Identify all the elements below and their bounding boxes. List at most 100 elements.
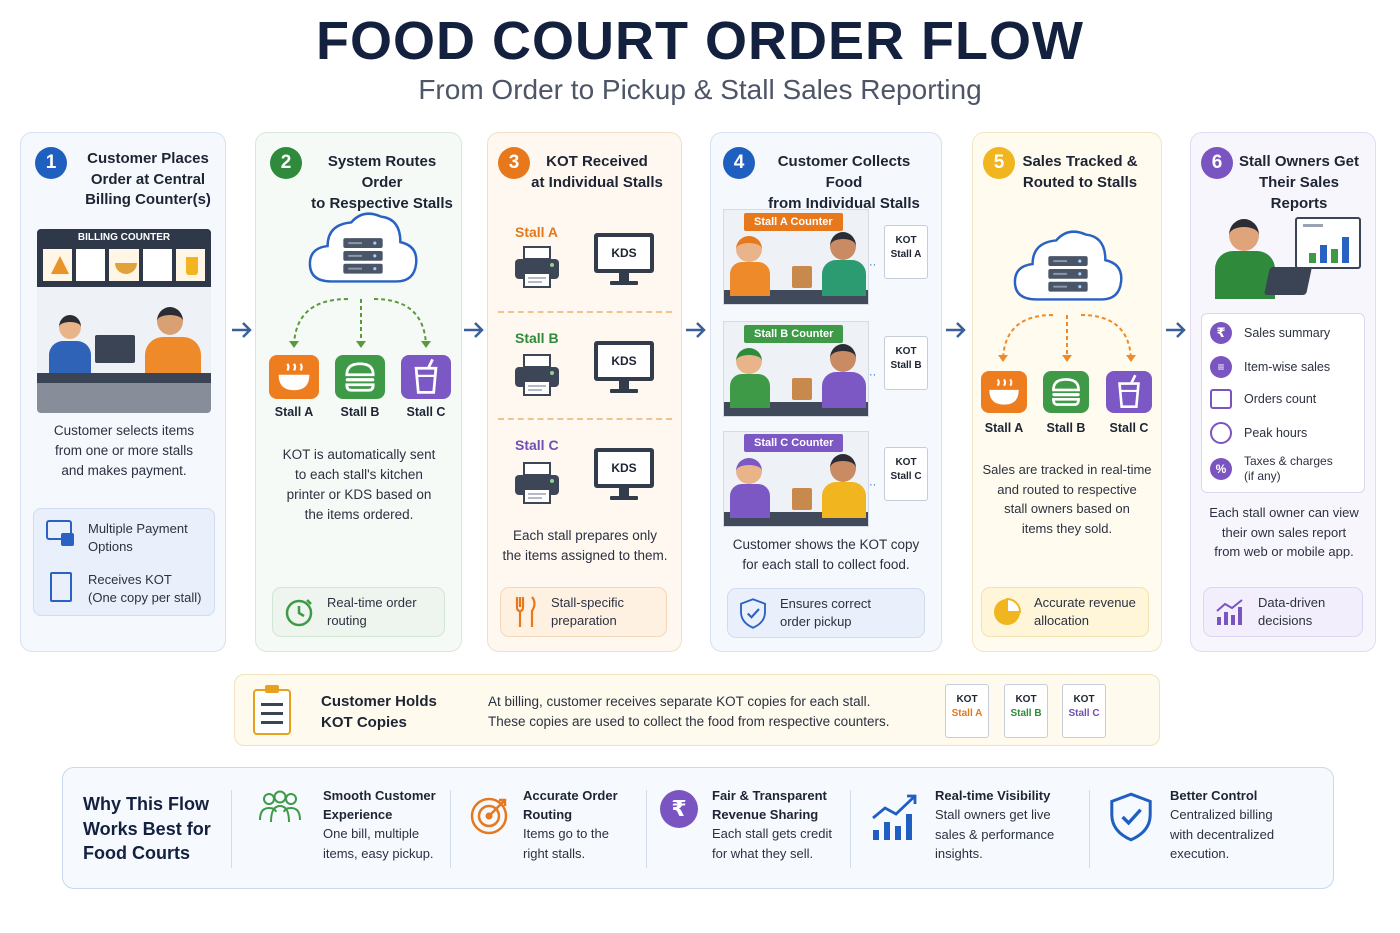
billing-counter-illustration: BILLING COUNTER: [37, 229, 211, 413]
flow-arrow-icon: [464, 322, 484, 338]
growth-chart-icon: [1216, 599, 1243, 625]
holds-text: At billing, customer receives separate K…: [488, 694, 890, 729]
counter-label: Stall A Counter: [744, 213, 843, 231]
target-icon: [470, 797, 508, 835]
step-badge: 6: [1201, 147, 1233, 179]
step-badge: 5: [983, 147, 1015, 179]
stall-c-drink-icon: [401, 355, 451, 399]
stall-b-burger-icon: [335, 355, 385, 399]
flow-arrow-icon: [1166, 322, 1186, 338]
people-icon: [259, 790, 301, 823]
stall-label: Stall B: [340, 405, 380, 419]
menu-board-bowl-icon: [109, 249, 139, 281]
why-item: Real-time Visibility Stall owners get li…: [935, 788, 1055, 861]
step-badge: 2: [270, 147, 302, 179]
stall-label: Stall A: [515, 224, 559, 240]
laptop-icon: [1264, 267, 1312, 295]
stall-c-drink-icon: [1106, 371, 1152, 413]
stall-label: Stall C: [515, 437, 559, 453]
kds-monitor: KDS: [592, 446, 656, 504]
stall-a-bowl-icon: [269, 355, 319, 399]
fork-spoon-icon: [515, 596, 536, 627]
report-item: Peak hours: [1210, 422, 1307, 444]
page-title: FOOD COURT ORDER FLOW: [316, 11, 1084, 71]
stall-a-bowl-icon: [981, 371, 1027, 413]
menu-board-text-icon: [76, 249, 106, 281]
counter-label: Stall B Counter: [744, 325, 844, 343]
kitchen-printer-icon: [512, 353, 562, 397]
clipboard-icon: [253, 685, 291, 735]
counter-label: Stall C Counter: [744, 434, 844, 452]
stall-label: Stall B: [515, 330, 559, 346]
menu-board-drink-icon: [175, 249, 206, 281]
stall-b-burger-icon: [1043, 371, 1089, 413]
pie-chart-icon: [994, 597, 1022, 625]
report-item: Orders count: [1210, 389, 1316, 409]
cloud-server-icon: [1009, 221, 1127, 313]
check-badge-icon: [61, 533, 74, 546]
rupee-icon: ₹: [1210, 322, 1232, 344]
pos-monitor-icon: [95, 335, 135, 363]
flow-arrow-icon: [232, 322, 252, 338]
flow-arrow-icon: [686, 322, 706, 338]
kds-label: KDS: [611, 246, 637, 260]
rupee-coin-icon: ₹: [660, 790, 698, 828]
flow-arrow-icon: [946, 322, 966, 338]
divider: [498, 418, 672, 420]
dots-connector: ··: [869, 259, 877, 271]
receipt-icon: [50, 572, 72, 602]
routing-clock-icon: [285, 599, 313, 627]
kds-monitor: KDS: [592, 339, 656, 397]
routing-arrows: [998, 314, 1136, 362]
step-badge: 3: [498, 147, 530, 179]
routing-arrows: [289, 298, 431, 348]
cashier-figure: [47, 315, 93, 381]
report-item: ₹ Sales summary: [1210, 322, 1330, 344]
stall-label: Stall C: [1109, 421, 1149, 435]
kitchen-printer-icon: [512, 461, 562, 505]
list-icon: ≡: [1210, 356, 1232, 378]
report-item: ≡ Item-wise sales: [1210, 356, 1330, 378]
stall-owner-illustration: [1211, 213, 1363, 305]
step-title: Sales Tracked &Routed to Stalls: [1022, 153, 1138, 191]
shield-check-icon: [738, 597, 768, 630]
step-badge: 1: [35, 147, 67, 179]
kitchen-printer-icon: [512, 245, 562, 289]
clock-icon: [1210, 422, 1232, 444]
payment-card-icon: [46, 520, 72, 540]
stall-label: Stall A: [984, 421, 1024, 435]
percent-icon: %: [1210, 458, 1232, 480]
step-badge: 4: [723, 147, 755, 179]
